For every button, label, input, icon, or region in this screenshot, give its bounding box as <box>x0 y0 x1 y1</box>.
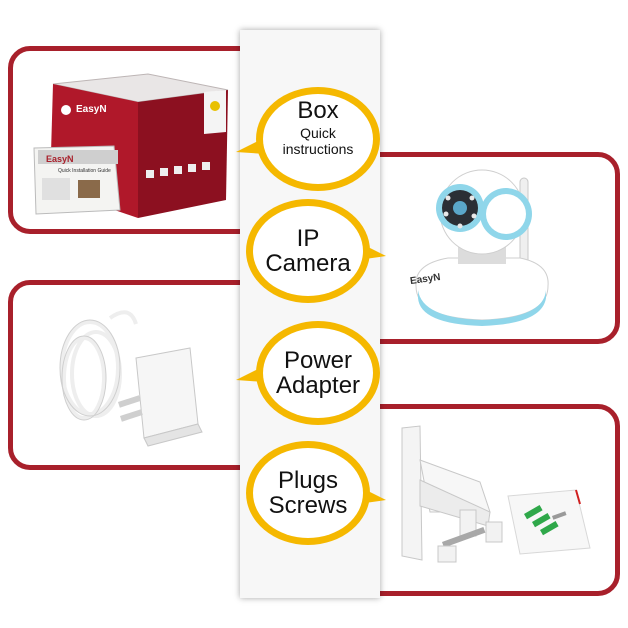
manual-caption: Quick Installation Guide <box>58 168 111 174</box>
plugs-title-line2: Screws <box>268 492 348 519</box>
ip-camera-image: EasyN <box>408 168 558 328</box>
box-brand-label: EasyN <box>76 104 107 115</box>
plugs-title-line1: Plugs <box>277 467 339 494</box>
camera-label-bubble: IP Camera <box>236 196 386 306</box>
box-label-bubble: Box Quick instructions <box>236 84 386 194</box>
power-adapter-image <box>40 298 220 458</box>
plugs-label-bubble: Plugs Screws <box>236 438 386 548</box>
box-subtitle: Quick instructions <box>282 125 354 157</box>
adapter-title-line1: Power <box>283 347 353 374</box>
adapter-title-line2: Adapter <box>275 372 361 399</box>
adapter-label-bubble: Power Adapter <box>236 318 386 428</box>
manual-brand-label: EasyN <box>46 154 74 164</box>
wall-mount-bracket-image <box>390 420 610 580</box>
box-with-manual-image: EasyN EasyN Quick Installation Guide <box>28 70 238 220</box>
box-title: Box <box>297 97 339 124</box>
camera-title-line2: Camera <box>265 250 351 277</box>
camera-title-line1: IP <box>296 225 320 252</box>
